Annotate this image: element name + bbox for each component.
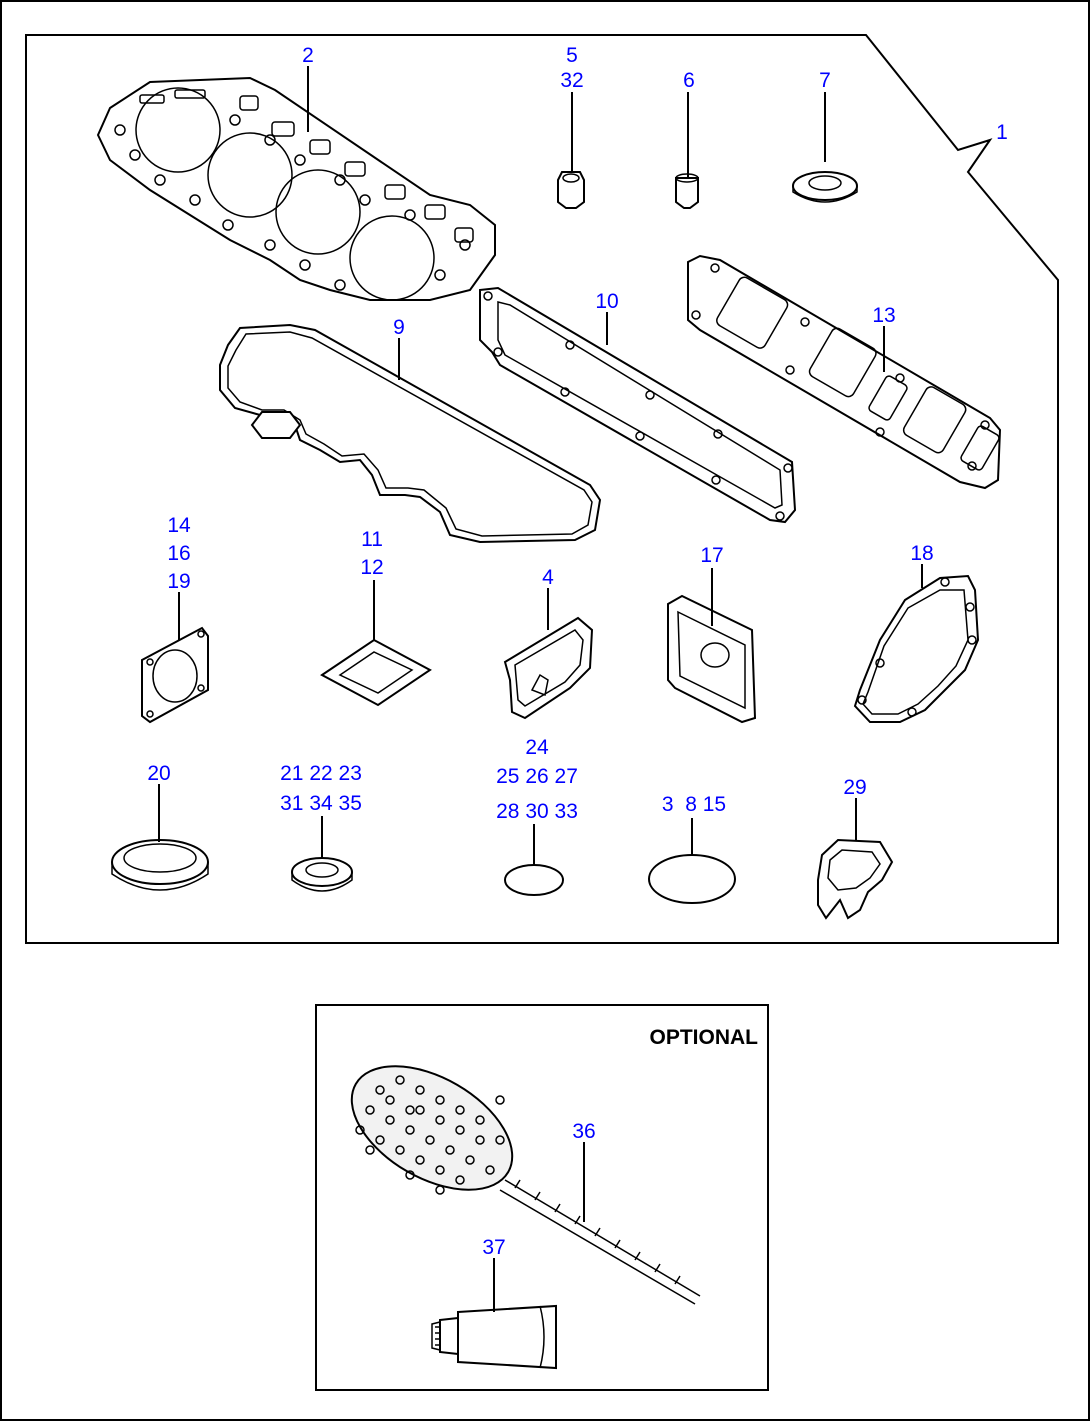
callout-1: 1	[996, 121, 1008, 144]
callout-24: 24	[525, 736, 549, 759]
callout-14: 14	[167, 514, 191, 537]
callout-19: 19	[167, 570, 190, 593]
callout-32: 32	[560, 69, 583, 92]
callout-37: 37	[482, 1236, 505, 1259]
callout-20: 20	[147, 762, 170, 785]
callout-5: 5	[566, 44, 578, 67]
callout-6: 6	[683, 69, 695, 92]
callout-31-34-35: 31 34 35	[280, 792, 362, 815]
plug-part	[557, 171, 585, 209]
callout-16: 16	[167, 542, 190, 565]
optional-label: OPTIONAL	[650, 1026, 759, 1049]
cover-gasket	[503, 616, 594, 720]
callout-25-26-27: 25 26 27	[496, 765, 578, 788]
callout-12: 12	[360, 556, 383, 579]
water-pump-gasket	[853, 574, 980, 723]
callout-28-30-33: 28 30 33	[496, 800, 578, 823]
callout-3-8-15: 3 8 15	[662, 793, 726, 816]
large-seal-ring	[111, 839, 209, 891]
outlet-gasket	[817, 838, 894, 920]
leader-lines	[158, 66, 923, 1312]
rocker-cover-gasket	[219, 323, 602, 544]
callout-21-22-23: 21 22 23	[280, 762, 362, 785]
callout-9: 9	[393, 316, 405, 339]
sleeve-part	[675, 173, 699, 209]
diamond-gasket	[320, 638, 432, 707]
optional-frame	[315, 1004, 769, 1391]
callout-36: 36	[572, 1120, 595, 1143]
callout-13: 13	[872, 304, 895, 327]
kit-frame	[25, 34, 1059, 944]
callout-10: 10	[595, 290, 618, 313]
cylinder-hone-brush	[350, 1065, 701, 1305]
small-seal-ring	[291, 857, 353, 892]
intake-manifold-gasket	[479, 286, 797, 524]
honing-oil-bottle	[431, 1304, 557, 1370]
seal-washer-part	[792, 171, 858, 203]
callout-18: 18	[910, 542, 933, 565]
callout-2: 2	[302, 44, 314, 67]
cylinder-head-gasket	[96, 76, 496, 301]
square-flange-gasket	[141, 626, 209, 724]
callout-17: 17	[700, 544, 723, 567]
callout-29: 29	[843, 776, 866, 799]
callout-4: 4	[542, 566, 554, 589]
callout-7: 7	[819, 69, 831, 92]
callout-11: 11	[361, 528, 383, 551]
exhaust-manifold-gasket	[687, 254, 1002, 490]
thermostat-cover-gasket	[667, 594, 757, 724]
